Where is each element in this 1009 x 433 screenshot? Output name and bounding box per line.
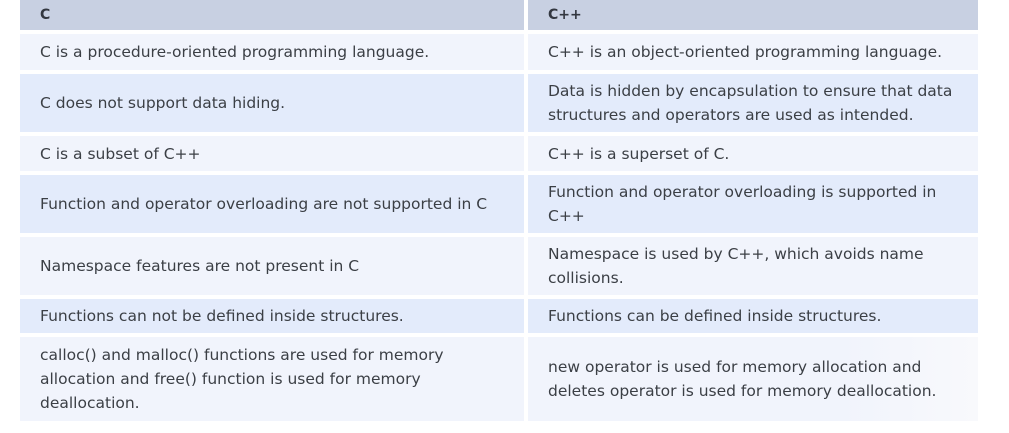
cell-c: C does not support data hiding. — [20, 74, 524, 136]
cell-c: C is a procedure-oriented programming la… — [20, 34, 524, 74]
table-row: C does not support data hiding. Data is … — [20, 74, 978, 136]
cell-cpp: Functions can be defined inside structur… — [524, 299, 978, 337]
header-c: C — [20, 0, 524, 34]
cell-c: calloc() and malloc() functions are used… — [20, 337, 524, 421]
table-row: C is a subset of C++ C++ is a superset o… — [20, 136, 978, 175]
table-row: Functions can not be defined inside stru… — [20, 299, 978, 337]
cell-cpp: Namespace is used by C++, which avoids n… — [524, 237, 978, 299]
cell-c: Functions can not be defined inside stru… — [20, 299, 524, 337]
cell-c: Function and operator overloading are no… — [20, 175, 524, 237]
comparison-table: C C++ C is a procedure-oriented programm… — [20, 0, 978, 421]
cell-c: C is a subset of C++ — [20, 136, 524, 175]
cell-cpp: Function and operator overloading is sup… — [524, 175, 978, 237]
header-cpp: C++ — [524, 0, 978, 34]
cell-cpp: new operator is used for memory allocati… — [524, 337, 978, 421]
cell-c: Namespace features are not present in C — [20, 237, 524, 299]
table-row: Function and operator overloading are no… — [20, 175, 978, 237]
comparison-table-container: C C++ C is a procedure-oriented programm… — [20, 0, 978, 421]
table-row: calloc() and malloc() functions are used… — [20, 337, 978, 421]
cell-cpp: Data is hidden by encapsulation to ensur… — [524, 74, 978, 136]
table-row: Namespace features are not present in C … — [20, 237, 978, 299]
table-row: C is a procedure-oriented programming la… — [20, 34, 978, 74]
cell-cpp: C++ is a superset of C. — [524, 136, 978, 175]
cell-cpp: C++ is an object-oriented programming la… — [524, 34, 978, 74]
table-header-row: C C++ — [20, 0, 978, 34]
